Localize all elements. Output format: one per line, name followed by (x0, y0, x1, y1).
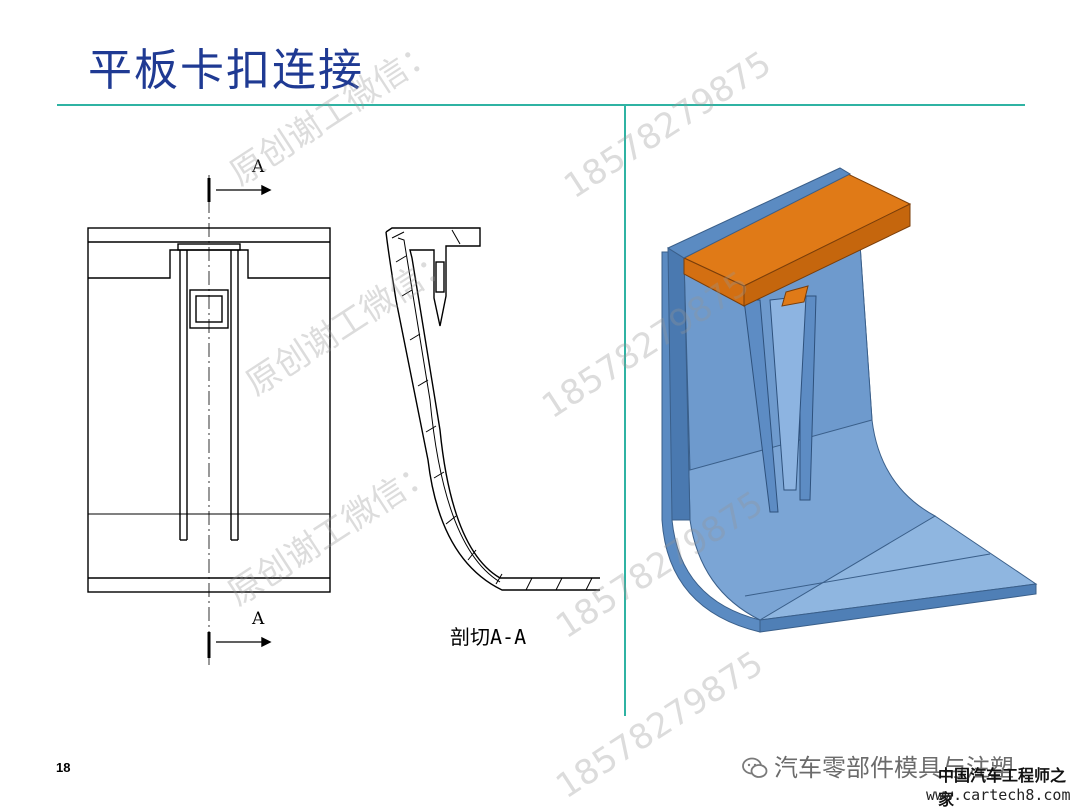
center-divider (624, 104, 626, 716)
section-label-bottom: A (251, 609, 265, 629)
section-caption: 剖切A-A (450, 625, 526, 649)
section-label-top: A (251, 157, 265, 177)
wechat-icon (742, 757, 768, 778)
slide-title: 平板卡扣连接 (88, 45, 364, 96)
wechat-account: 汽车零部件模具与注塑 (742, 748, 1014, 783)
title-divider (57, 104, 1025, 106)
site-name: 中国汽车工程师之家 (938, 766, 1067, 809)
front-view (87, 175, 331, 665)
section-view (385, 227, 600, 591)
site-url: www.cartech8.com (926, 786, 1071, 804)
page-number: 18 (56, 760, 71, 775)
model-3d (661, 167, 1038, 633)
wechat-account-name: 汽车零部件模具与注塑 (774, 754, 1014, 782)
